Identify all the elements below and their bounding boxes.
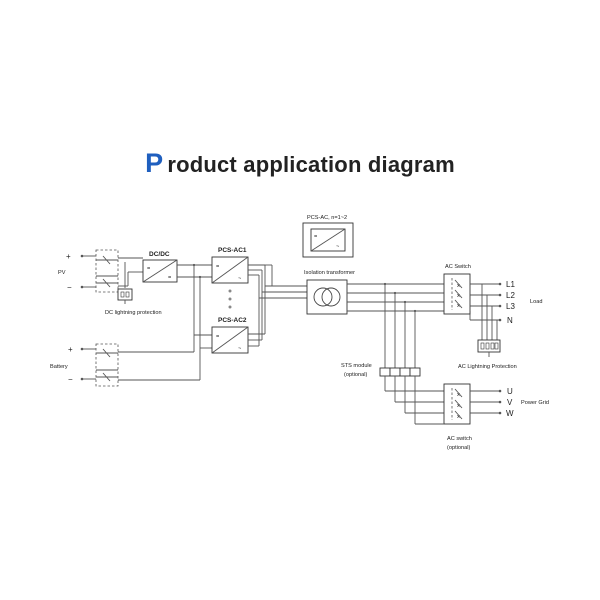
ac-switch-top: AC Switch x x x bbox=[443, 264, 500, 315]
title-rest: roduct application diagram bbox=[167, 152, 455, 177]
ac-lightning-label: AC Lightning Protection bbox=[458, 364, 517, 370]
ac-lightning-protection: AC Lightning Protection bbox=[458, 284, 517, 370]
pcs-ac2: PCS-AC2 = ~ bbox=[211, 317, 265, 354]
ac-switch-bottom: x x x AC switch (optional) bbox=[415, 383, 500, 451]
ac-switch-bottom-optional: (optional) bbox=[447, 445, 470, 451]
svg-text:x: x bbox=[457, 283, 460, 289]
dc-lightning-protection: DC lightning protection bbox=[105, 262, 162, 316]
pcs-acn-legend: PCS-AC, n=1~2 = ~ bbox=[302, 215, 354, 258]
dc-lightning-label: DC lightning protection bbox=[105, 310, 162, 316]
dc-bus bbox=[177, 263, 212, 349]
parallel-dots bbox=[228, 289, 232, 309]
sts-optional-label: (optional) bbox=[344, 372, 367, 378]
isolation-label: Isolation transformer bbox=[304, 270, 355, 276]
pv-minus-label: − bbox=[67, 283, 72, 292]
l1-label: L1 bbox=[506, 280, 515, 289]
dcdc-converter: DC/DC = = bbox=[142, 251, 178, 283]
svg-text:~: ~ bbox=[336, 244, 340, 250]
svg-text:=: = bbox=[147, 266, 150, 272]
load-label: Load bbox=[530, 299, 542, 305]
ac-switch-top-box bbox=[443, 273, 471, 315]
svg-text:x: x bbox=[457, 392, 460, 398]
l3-label: L3 bbox=[506, 302, 515, 311]
v-label: V bbox=[507, 398, 513, 407]
grid-terminals: U V W Power Grid bbox=[498, 387, 549, 418]
pcs-ac1-label: PCS-AC1 bbox=[218, 247, 247, 254]
transformer-coil-primary bbox=[313, 287, 333, 307]
isolation-transformer: Isolation transformer bbox=[304, 270, 355, 315]
transformer-box bbox=[306, 279, 348, 315]
svg-text:~: ~ bbox=[238, 346, 242, 352]
u-label: U bbox=[507, 387, 513, 396]
w-label: W bbox=[506, 409, 514, 418]
sts-label: STS module bbox=[341, 363, 372, 369]
svg-text:x: x bbox=[457, 293, 460, 299]
svg-text:x: x bbox=[457, 414, 460, 420]
sts-module: STS module (optional) bbox=[341, 363, 444, 424]
svg-text:=: = bbox=[314, 234, 317, 240]
ac-switch-top-label: AC Switch bbox=[445, 264, 471, 270]
svg-text:x: x bbox=[457, 303, 460, 309]
n-label: N bbox=[507, 316, 513, 325]
l2-label: L2 bbox=[506, 291, 515, 300]
pcs-acn-label: PCS-AC, n=1~2 bbox=[307, 215, 347, 221]
battery-label: Battery bbox=[50, 364, 68, 370]
pv-input: + − PV bbox=[58, 249, 143, 293]
dc-surge-arrester bbox=[117, 288, 133, 301]
battery-minus-label: − bbox=[68, 375, 73, 384]
pcs-ac2-label: PCS-AC2 bbox=[218, 317, 247, 324]
ac-switch-bottom-label: AC switch bbox=[447, 436, 472, 442]
svg-text:=: = bbox=[216, 334, 219, 340]
load-terminals: L1 L2 L3 N Load bbox=[498, 280, 542, 325]
svg-text:=: = bbox=[168, 275, 171, 281]
pv-fuse-box bbox=[95, 249, 119, 293]
ac-bus-main bbox=[347, 282, 500, 368]
pv-label: PV bbox=[58, 270, 66, 276]
svg-text:x: x bbox=[457, 403, 460, 409]
pv-plus-label: + bbox=[66, 252, 71, 261]
battery-fuse-box bbox=[95, 343, 119, 387]
power-grid-label: Power Grid bbox=[521, 400, 549, 406]
battery-plus-label: + bbox=[68, 345, 73, 354]
dcdc-label: DC/DC bbox=[149, 251, 170, 258]
battery-input: + − Battery bbox=[50, 335, 201, 387]
ac-bus-pcs bbox=[258, 264, 307, 346]
svg-text:~: ~ bbox=[238, 276, 242, 282]
pcs-ac1: PCS-AC1 = ~ bbox=[211, 247, 265, 284]
svg-text:=: = bbox=[216, 264, 219, 270]
title-first-letter: P bbox=[145, 148, 164, 178]
transformer-coil-secondary bbox=[321, 287, 341, 307]
